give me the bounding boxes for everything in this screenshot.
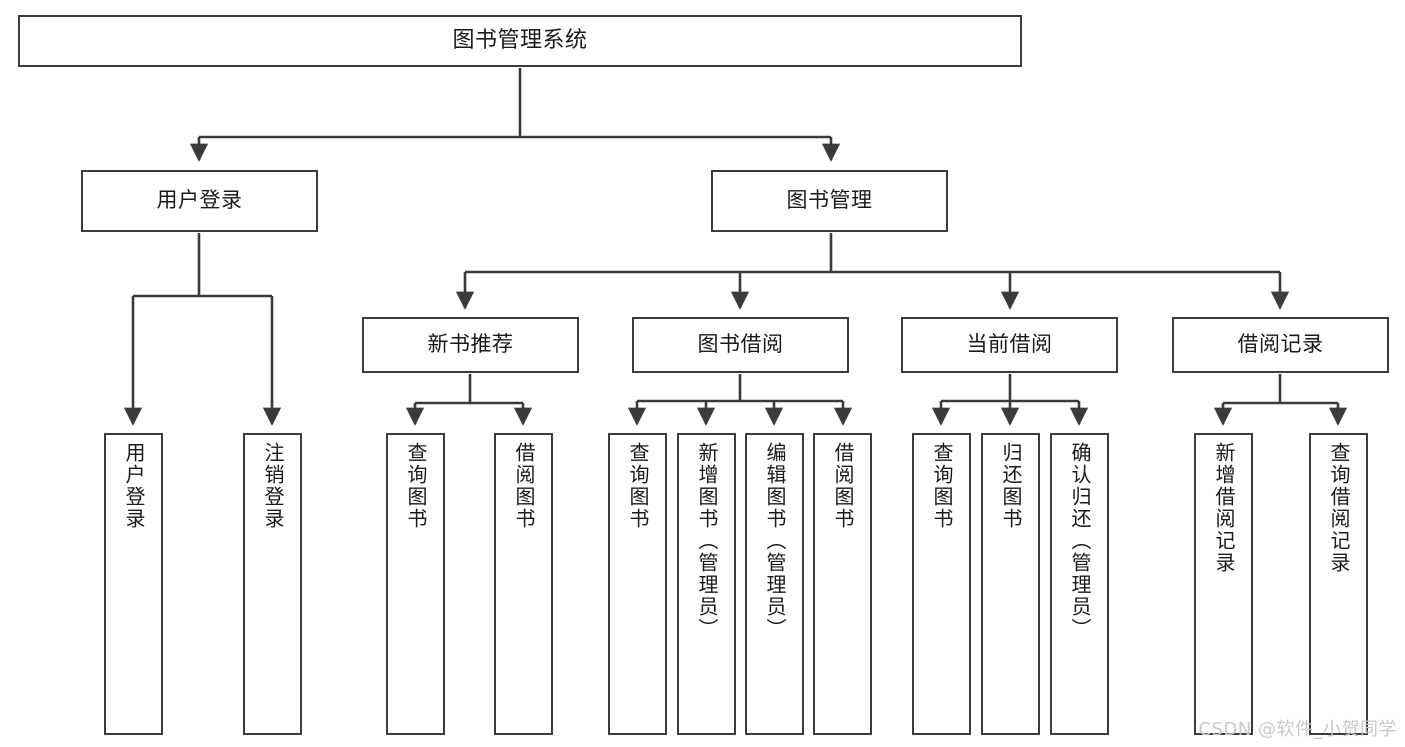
node-new-book-recommend[interactable]: 新书推荐 <box>362 317 579 373</box>
leaf-user-login-login[interactable]: 用户登录 <box>104 433 163 735</box>
leaf-record-add-label: 新增借阅记录 <box>1212 442 1236 574</box>
leaf-borrow-query-book[interactable]: 查询图书 <box>608 433 667 735</box>
leaf-current-return-book[interactable]: 归还图书 <box>981 433 1040 735</box>
node-current-borrow-label: 当前借阅 <box>966 332 1053 357</box>
leaf-borrow-edit-book[interactable]: 编辑图书（管理员） <box>745 433 804 735</box>
node-user-login[interactable]: 用户登录 <box>81 170 318 232</box>
leaf-record-query[interactable]: 查询借阅记录 <box>1309 433 1368 735</box>
leaf-new-book-borrow[interactable]: 借阅图书 <box>494 433 553 735</box>
node-new-book-recommend-label: 新书推荐 <box>427 332 514 357</box>
node-current-borrow[interactable]: 当前借阅 <box>901 317 1118 373</box>
node-borrow-record[interactable]: 借阅记录 <box>1172 317 1389 373</box>
leaf-current-confirm-return-label: 确认归还（管理员） <box>1068 442 1092 640</box>
leaf-user-login-login-label: 用户登录 <box>122 442 146 530</box>
leaf-borrow-borrow-book[interactable]: 借阅图书 <box>813 433 872 735</box>
leaf-current-confirm-return[interactable]: 确认归还（管理员） <box>1050 433 1109 735</box>
watermark-text: CSDN @软件_小贺同学 <box>1198 719 1397 740</box>
leaf-borrow-query-book-label: 查询图书 <box>626 442 650 530</box>
leaf-new-book-borrow-label: 借阅图书 <box>512 442 536 530</box>
leaf-current-query-book-label: 查询图书 <box>930 442 954 530</box>
leaf-new-book-query-label: 查询图书 <box>404 442 428 530</box>
leaf-borrow-edit-book-label: 编辑图书（管理员） <box>763 442 787 640</box>
leaf-user-login-logout-label: 注销登录 <box>261 442 285 530</box>
leaf-current-query-book[interactable]: 查询图书 <box>912 433 971 735</box>
node-user-login-label: 用户登录 <box>156 188 243 213</box>
leaf-current-return-book-label: 归还图书 <box>999 442 1023 530</box>
leaf-user-login-logout[interactable]: 注销登录 <box>243 433 302 735</box>
node-book-management[interactable]: 图书管理 <box>711 170 948 232</box>
leaf-record-add[interactable]: 新增借阅记录 <box>1194 433 1253 735</box>
node-book-borrow[interactable]: 图书借阅 <box>632 317 849 373</box>
node-book-management-label: 图书管理 <box>786 188 873 213</box>
node-book-borrow-label: 图书借阅 <box>697 332 784 357</box>
node-root-label: 图书管理系统 <box>452 27 588 53</box>
leaf-borrow-add-book-label: 新增图书（管理员） <box>695 442 719 640</box>
node-borrow-record-label: 借阅记录 <box>1237 332 1324 357</box>
leaf-new-book-query[interactable]: 查询图书 <box>386 433 445 735</box>
leaf-borrow-add-book[interactable]: 新增图书（管理员） <box>677 433 736 735</box>
leaf-record-query-label: 查询借阅记录 <box>1327 442 1351 574</box>
node-root[interactable]: 图书管理系统 <box>18 15 1022 67</box>
leaf-borrow-borrow-book-label: 借阅图书 <box>831 442 855 530</box>
